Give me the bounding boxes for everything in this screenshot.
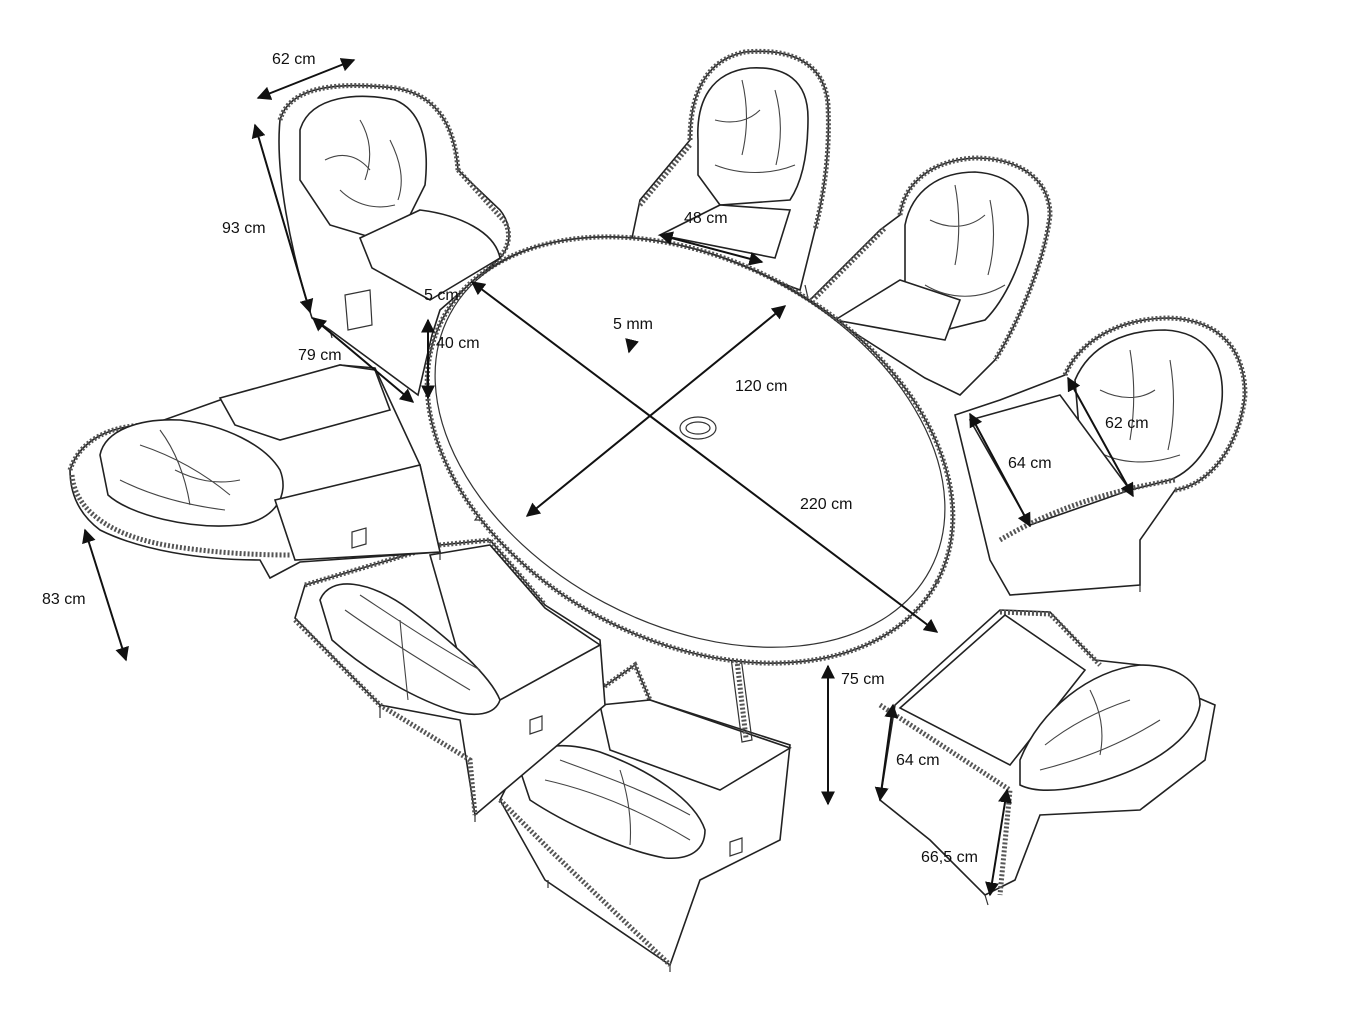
label-table-length: 220 cm (800, 496, 852, 513)
dimension-arrows (82, 58, 1134, 897)
label-table-width: 120 cm (735, 378, 787, 395)
label-armrest-gap: 5 cm (424, 287, 459, 304)
label-arm-height: 64 cm (896, 752, 940, 769)
chair-top-center (631, 48, 831, 299)
chair-left (67, 364, 441, 580)
dimension-arrow-icon (525, 305, 787, 517)
dimension-arrow-icon (311, 317, 415, 403)
dimension-arrow-icon (874, 703, 899, 802)
label-arm-depth: 66,5 cm (921, 849, 978, 866)
dimension-arrow-icon (82, 528, 129, 662)
label-chair-depth: 79 cm (298, 347, 342, 364)
dimension-arrow-icon (256, 58, 356, 100)
dimension-arrow-icon (1067, 376, 1134, 498)
label-seat-depth: 62 cm (1105, 415, 1149, 432)
label-seat-height: 40 cm (436, 335, 480, 352)
label-chair-width: 62 cm (272, 51, 316, 68)
label-table-height: 75 cm (841, 671, 885, 688)
dimension-arrow-icon (969, 412, 1031, 528)
label-chair-height: 93 cm (222, 220, 266, 237)
label-seat-width-right: 64 cm (1008, 455, 1052, 472)
chair-bottom-right (878, 609, 1216, 906)
label-recliner-length: 83 cm (42, 591, 86, 608)
label-seat-width: 48 cm (684, 210, 728, 227)
label-glass-thickness: 5 mm (613, 316, 653, 333)
dimension-arrow-icon (658, 231, 764, 266)
dimension-arrow-icon (985, 788, 1012, 897)
chair-right (954, 315, 1248, 596)
dimension-arrow-icon (251, 123, 314, 314)
chair-bottom-center (498, 661, 792, 972)
dimension-labels: 62 cm 93 cm 79 cm 5 cm 40 cm 48 cm 5 mm … (42, 51, 1149, 866)
